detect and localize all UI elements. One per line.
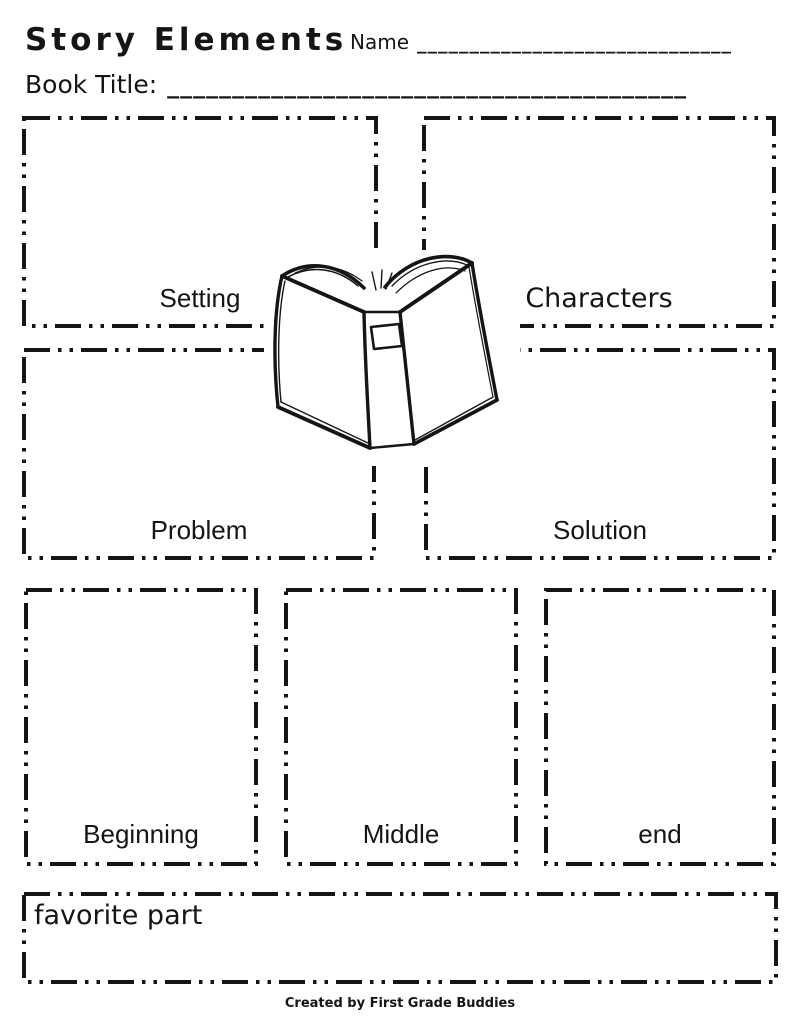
solution-box-label: Solution bbox=[553, 515, 647, 545]
dashed-border bbox=[284, 588, 518, 866]
middle-box-label: Middle bbox=[362, 819, 440, 849]
dashed-border bbox=[22, 116, 378, 328]
open-book-icon bbox=[273, 254, 499, 450]
end-box: end bbox=[544, 588, 776, 866]
dashed-border bbox=[22, 348, 376, 560]
credit-line: Created by First Grade Buddies bbox=[284, 996, 516, 1011]
setting-box-label: Setting bbox=[159, 283, 241, 313]
favorite-part-box: favorite part bbox=[22, 892, 778, 984]
middle-box: Middle bbox=[284, 588, 518, 866]
name-label: Name bbox=[350, 30, 410, 54]
name-field: Name ______________________________ bbox=[350, 30, 732, 54]
name-blank-line: ______________________________ bbox=[417, 32, 733, 54]
beginning-box-label: Beginning bbox=[83, 819, 199, 849]
page-title: Story Elements bbox=[25, 22, 348, 58]
setting-box: Setting bbox=[22, 116, 378, 328]
end-box-label: end bbox=[638, 819, 682, 849]
dashed-border bbox=[544, 588, 776, 866]
beginning-box: Beginning bbox=[24, 588, 258, 866]
dashed-border bbox=[24, 588, 258, 866]
problem-box-label: Problem bbox=[150, 515, 248, 545]
open-book-illustration bbox=[264, 250, 520, 466]
dashed-border bbox=[422, 116, 776, 328]
book-title-blank-line: ________________________________________ bbox=[167, 71, 688, 99]
problem-box: Problem bbox=[22, 348, 376, 560]
favorite-part-box-label: favorite part bbox=[34, 900, 203, 931]
characters-box-label: Characters bbox=[525, 283, 673, 314]
solution-box: Solution bbox=[424, 348, 776, 560]
book-title-field: Book Title: ____________________________… bbox=[25, 70, 687, 99]
dashed-border bbox=[22, 892, 778, 984]
characters-box: Characters bbox=[422, 116, 776, 328]
book-title-label: Book Title: bbox=[25, 70, 158, 99]
dashed-border bbox=[424, 348, 776, 560]
